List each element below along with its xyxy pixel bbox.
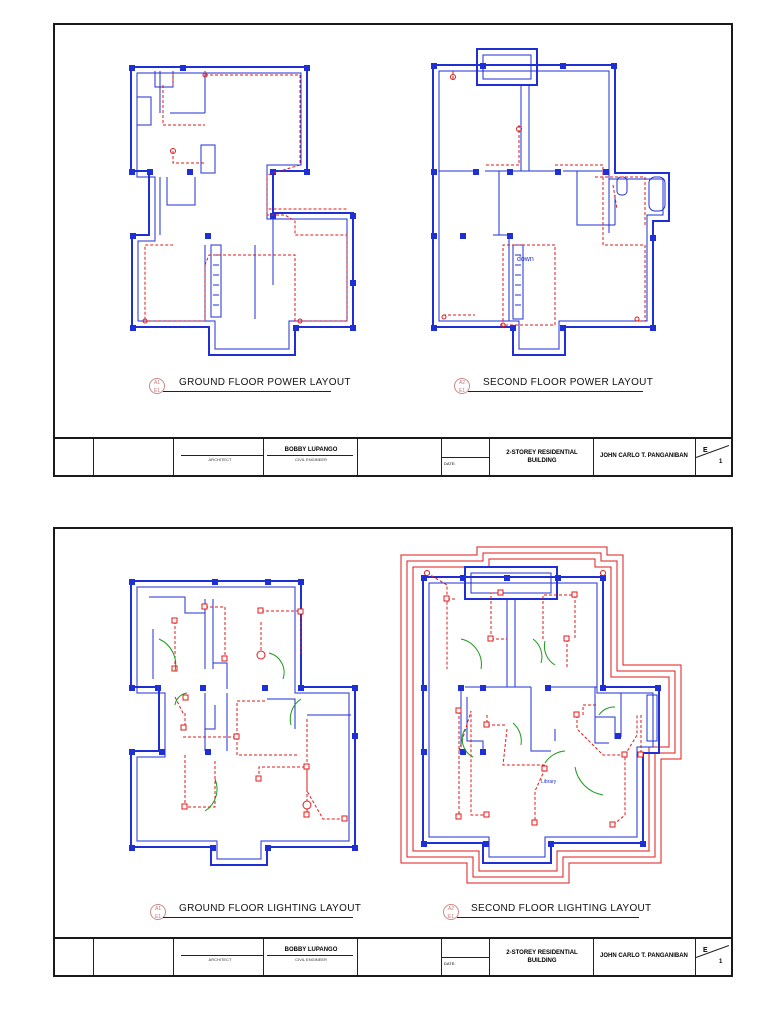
ground-floor-lighting-wiring [174, 606, 345, 820]
ground-floor-switch-arcs [158, 638, 302, 812]
ground-floor-lighting-title: GROUND FLOOR LIGHTING LAYOUT [179, 903, 362, 914]
title-block: ARCHITECT BOBBY LUPANGO CIVIL ENGINEER D… [55, 937, 731, 975]
power-layout-drawing: down [129, 48, 670, 356]
engineer-role: CIVIL ENGINEER [295, 457, 327, 462]
title-underline [457, 917, 639, 918]
title-underline [468, 391, 643, 392]
second-floor-lighting-columns [421, 575, 661, 847]
ground-floor-power-wiring [142, 72, 348, 324]
lighting-layout-drawing: Library [129, 546, 682, 884]
page-number: 1 [719, 459, 723, 465]
ground-floor-power-title: GROUND FLOOR POWER LAYOUT [179, 377, 351, 388]
ground-floor-power-plan [130, 66, 354, 356]
date-label: DATE: [444, 461, 456, 466]
ground-floor-lighting-columns [129, 579, 358, 851]
second-floor-switch-arcs [460, 638, 616, 796]
second-floor-lighting-wiring [426, 572, 642, 826]
second-floor-lighting-outline [400, 546, 682, 884]
author-name: JOHN CARLO T. PANGANIBAN [600, 453, 688, 459]
second-floor-power-title: SECOND FLOOR POWER LAYOUT [483, 377, 654, 388]
page-number: 1 [719, 959, 723, 965]
date-label: DATE: [444, 961, 456, 966]
architect-role: ARCHITECT [208, 957, 232, 962]
second-floor-power-plan [432, 48, 670, 356]
second-floor-power-columns [431, 63, 656, 331]
engineer-role: CIVIL ENGINEER [295, 957, 327, 962]
library-label: Library [541, 779, 557, 785]
title-block: ARCHITECT BOBBY LUPANGO CIVIL ENGINEER D… [55, 437, 731, 475]
ground-floor-lighting-fixtures [171, 603, 348, 822]
sheet-code: E [703, 947, 708, 954]
second-floor-lighting-title: SECOND FLOOR LIGHTING LAYOUT [471, 903, 652, 914]
second-floor-power-wiring [441, 71, 646, 328]
engineer-name: BOBBY LUPANGO [284, 447, 338, 453]
down-label: down [517, 256, 534, 263]
author-name: JOHN CARLO T. PANGANIBAN [600, 953, 688, 959]
title-underline [163, 391, 331, 392]
engineer-name: BOBBY LUPANGO [284, 947, 338, 953]
second-floor-lighting-fixtures [424, 570, 644, 828]
ground-floor-lighting-plan [130, 580, 356, 866]
ground-floor-power-columns [129, 65, 356, 331]
title-underline [163, 917, 353, 918]
sheet-code: E [703, 447, 708, 454]
architect-role: ARCHITECT [208, 457, 232, 462]
